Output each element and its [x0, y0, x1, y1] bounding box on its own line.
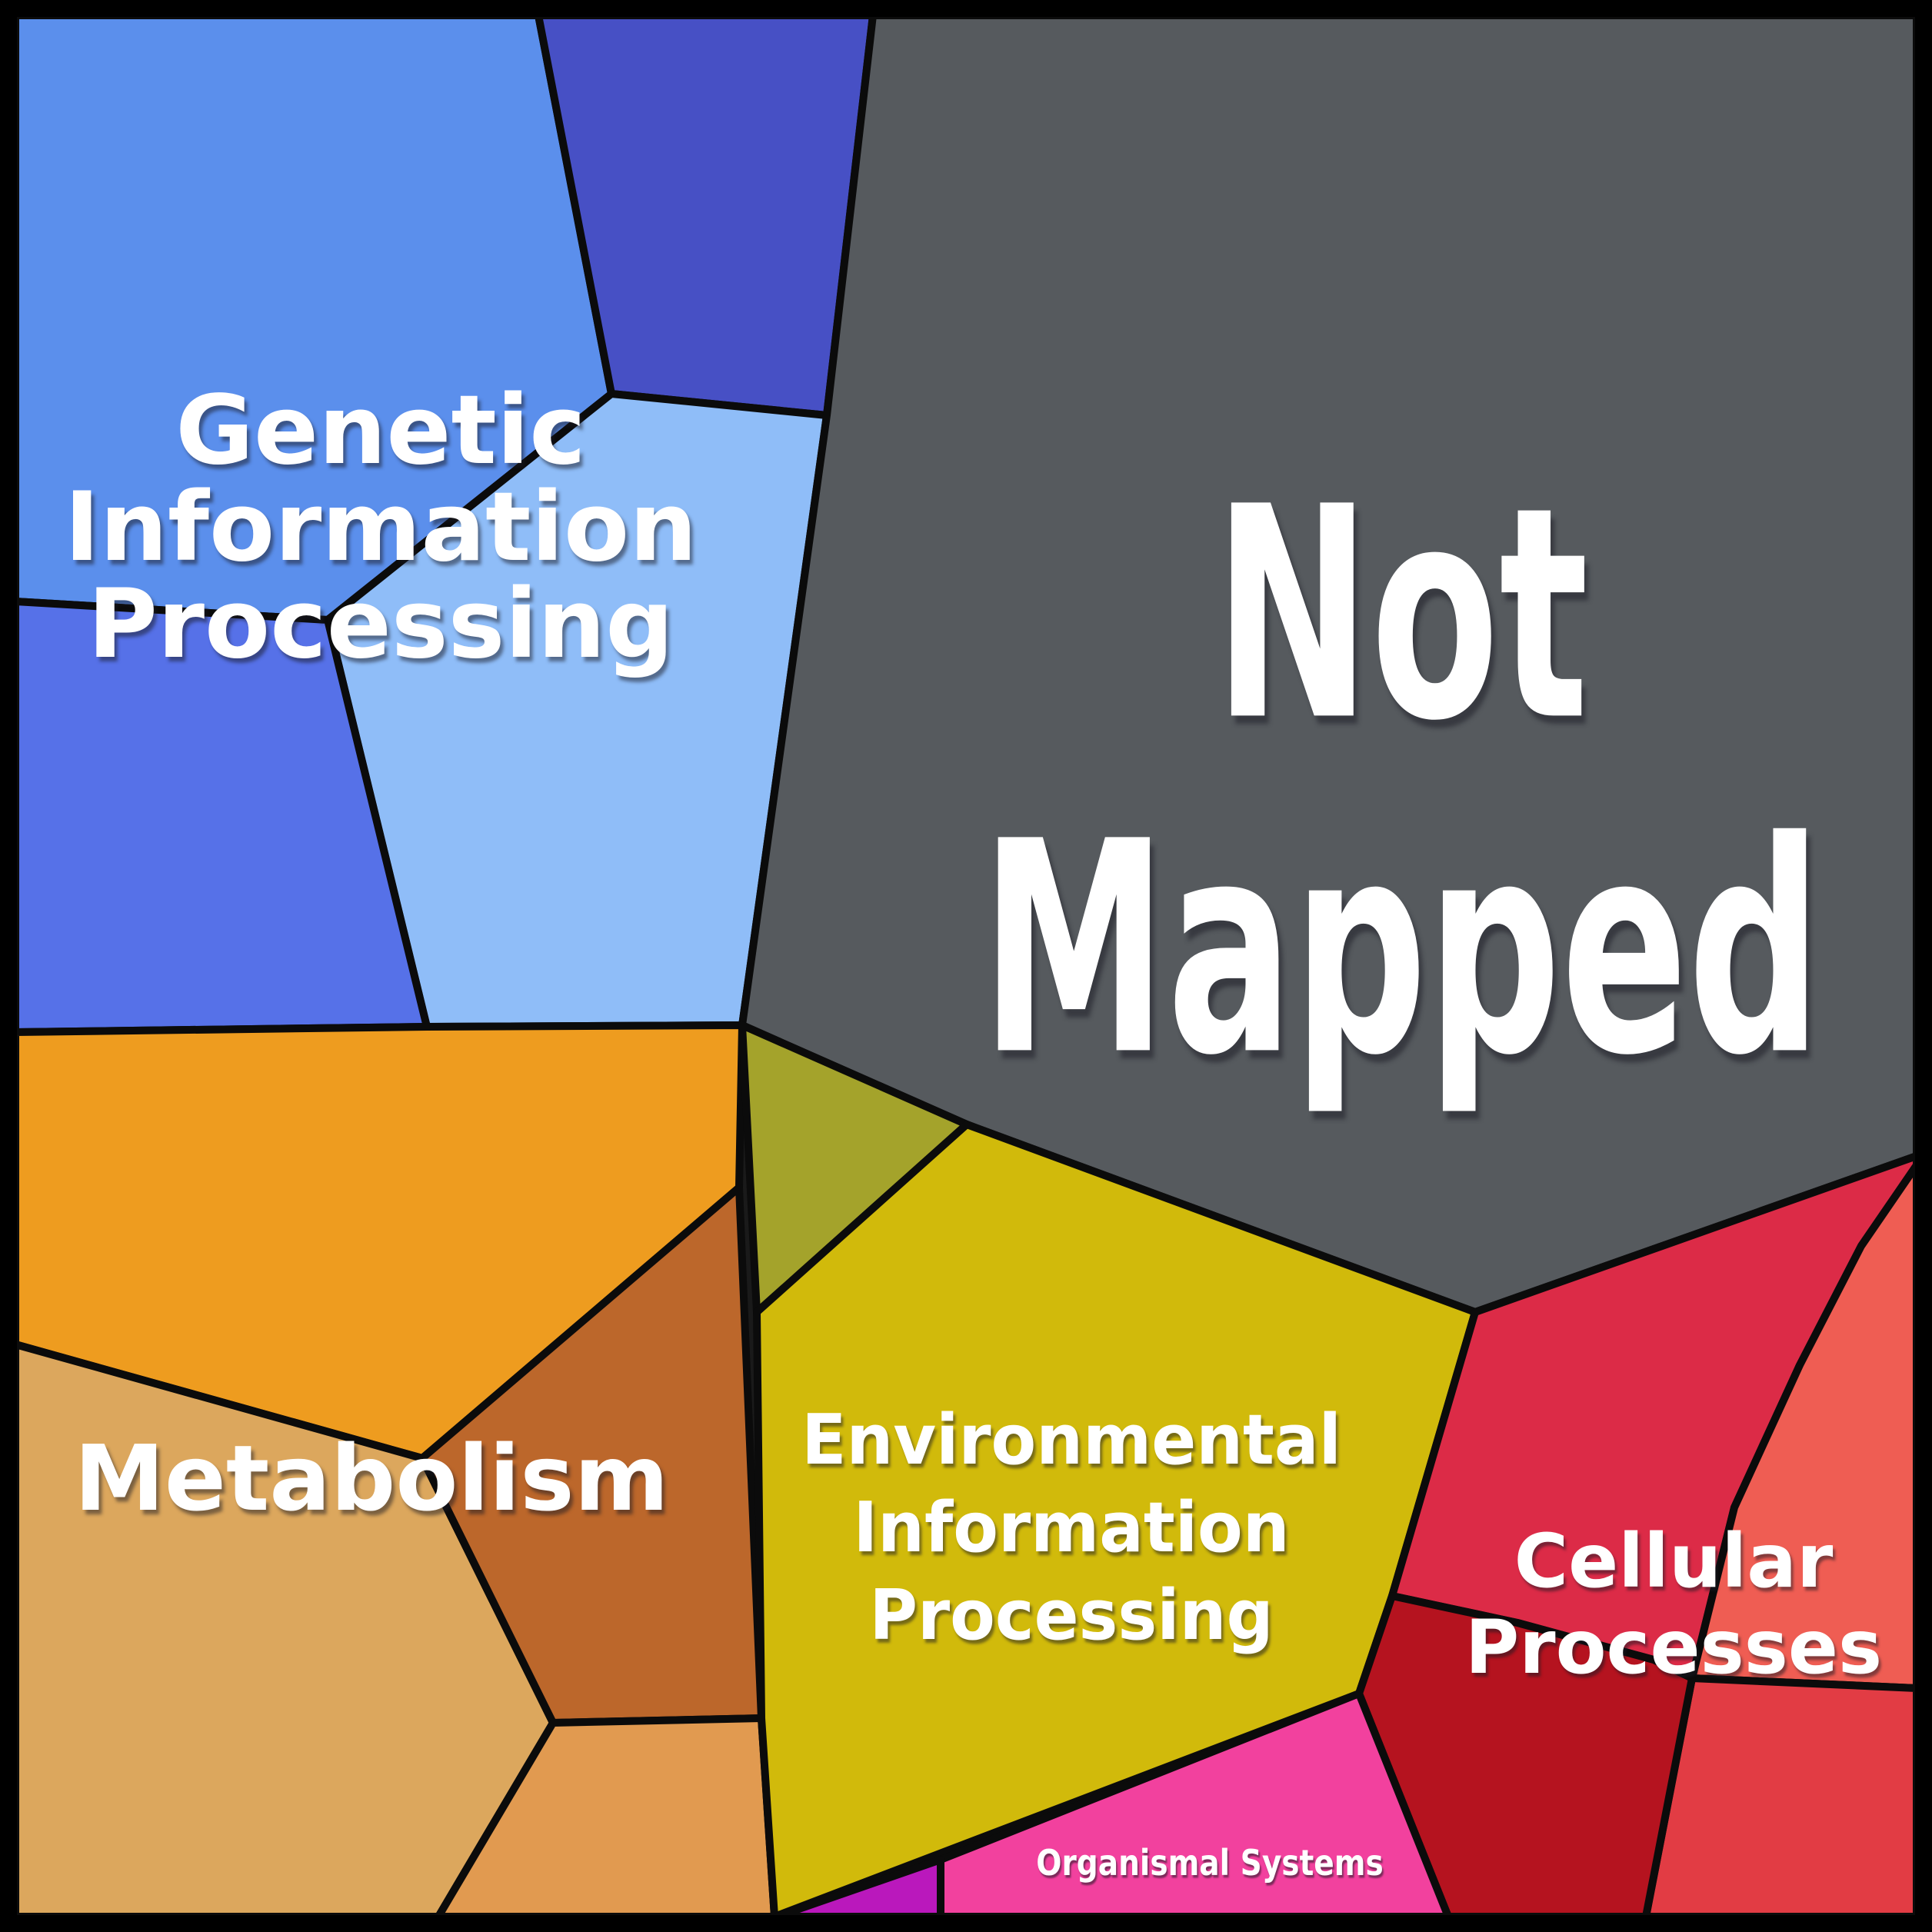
group-metabolism: [12, 1021, 778, 1920]
label-genetic-line3: Processing: [88, 569, 674, 680]
label-genetic-line1: Genetic: [175, 375, 586, 486]
label-organismal-line1: Organismal Systems: [1036, 1843, 1384, 1884]
label-cellular-line1: Cellular: [1514, 1518, 1834, 1604]
label-environmental-information-processing: Environmental Information Processing: [801, 1400, 1341, 1656]
label-organismal-systems: Organismal Systems: [1036, 1843, 1384, 1884]
label-eip-line2: Information: [853, 1487, 1289, 1568]
label-genetic-information-processing: Genetic Information Processing: [65, 375, 698, 680]
label-not-mapped: Not Mapped: [981, 445, 1821, 1120]
group-genetic-information-processing: [12, 12, 877, 1036]
group-environmental-information-processing: [738, 1021, 1479, 1920]
label-metabolism: Metabolism: [74, 1425, 668, 1531]
group-cellular-processes: [1355, 1152, 1920, 1920]
label-metabolism-line1: Metabolism: [74, 1425, 668, 1531]
label-eip-line3: Processing: [869, 1575, 1273, 1656]
label-not-mapped-line2: Mapped: [981, 780, 1821, 1120]
label-genetic-line2: Information: [65, 472, 698, 583]
label-not-mapped-line1: Not: [1214, 445, 1589, 785]
label-cellular-line2: Processes: [1465, 1604, 1882, 1690]
label-eip-line1: Environmental: [801, 1400, 1341, 1481]
label-cellular-processes: Cellular Processes: [1465, 1518, 1882, 1690]
